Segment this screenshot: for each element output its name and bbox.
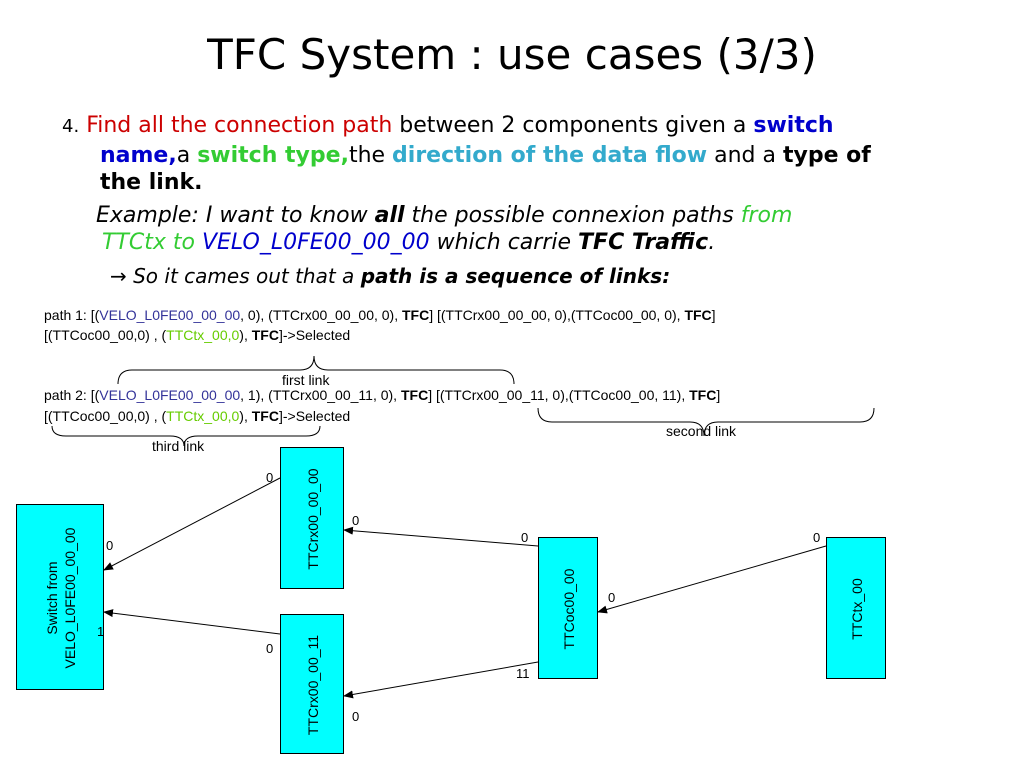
third-link-brace [51, 425, 321, 447]
example-mid: the possible connexion paths [411, 203, 734, 228]
arrow-ttcoc-to-ttcrx11 [343, 661, 539, 699]
switch-name-text-2: name, [100, 143, 177, 168]
path2-line-1: path 2: [(VELO_L0FE00_00_00, 1), (TTCrx0… [44, 387, 720, 403]
port-ttcrx00-out: 0 [352, 513, 360, 528]
path2-tfc-1: TFC [400, 387, 429, 403]
conclusion-text: → So it cames out that a [110, 264, 355, 288]
path2-text-d: ] [716, 387, 721, 403]
switch-type-text: switch type, [197, 143, 349, 168]
arrow-ttctx-to-ttcoc [597, 545, 827, 614]
item-number: 4. [62, 116, 80, 137]
first-link-brace [117, 355, 515, 385]
ttctx-00-label: TTCtx_00 [849, 578, 865, 640]
port-switch-top: 0 [106, 538, 114, 553]
path1-line-1: path 1: [(VELO_L0FE00_00_00, 0), (TTCrx0… [44, 307, 716, 323]
port-ttcrx11-out: 0 [352, 709, 360, 724]
port-ttcrx00-in: 0 [266, 470, 274, 485]
port-ttcoc-right: 0 [608, 590, 616, 605]
path2-text-a: path 2: [( [44, 387, 100, 403]
ttcoc00-00-node[interactable]: TTCoc00_00 [538, 537, 598, 679]
path2-l2-b: ), [239, 408, 252, 424]
path1-text-a: path 1: [( [44, 307, 100, 323]
conclusion-line: → So it cames out that a path is a seque… [110, 264, 670, 288]
arrow-ttcrx00-to-switch [103, 477, 281, 571]
slide-title: TFC System : use cases (3/3) [207, 30, 817, 79]
path1-l2-b: ), [239, 327, 252, 343]
path1-l2-a: [(TTCoc00_00,0) , ( [44, 327, 167, 343]
path1-velo: VELO_L0FE00_00_00 [99, 307, 241, 323]
example-tfc: TFC Traffic [578, 230, 709, 255]
port-ttcrx11-in: 0 [266, 641, 274, 656]
between-text: between 2 components given a [399, 113, 747, 138]
ttcrx00-00-11-node[interactable]: TTCrx00_00_11 [280, 614, 344, 754]
port-ttctx-out: 0 [813, 530, 821, 545]
path2-line-2: [(TTCoc00_00,0) , (TTCtx_00,0), TFC]->Se… [44, 408, 350, 424]
port-ttcoc-bottom: 11 [516, 666, 530, 681]
direction-text: direction of the data flow [392, 143, 708, 168]
path1-text-d: ] [711, 307, 716, 323]
path2-l2-a: [(TTCoc00_00,0) , ( [44, 408, 167, 424]
path1-l2-c: ]->Selected [278, 327, 351, 343]
ttcoc00-00-label: TTCoc00_00 [561, 568, 577, 650]
switch-label-line-1: Switch from [44, 561, 60, 635]
switch-label-line-2: VELO_L0FE00_00_00 [62, 527, 78, 669]
item-line-1: 4. Find all the connection path between … [62, 113, 834, 138]
path2-tfc-2: TFC [689, 387, 717, 403]
path2-ttctx: TTCtx_00,0 [166, 408, 240, 424]
port-switch-bottom: 1 [97, 624, 105, 639]
path2-text-c: ] [(TTCrx00_00_11, 0),(TTCoc00_00, 11), [428, 387, 690, 403]
switch-name-text-1: switch [753, 113, 834, 138]
example-line-2: TTCtx to VELO_L0FE00_00_00 which carrie … [102, 230, 715, 255]
and-a-text: and a [714, 143, 776, 168]
first-link-label: first link [282, 372, 330, 388]
second-link-brace [537, 407, 875, 437]
path1-text-c: ] [(TTCrx00_00_00, 0),(TTCoc00_00, 0), [429, 307, 685, 323]
path2-l2-c: ]->Selected [278, 408, 351, 424]
path1-tfc-2: TFC [684, 307, 712, 323]
path1-ttctx: TTCtx_00,0 [166, 327, 240, 343]
port-ttcoc-top: 0 [521, 530, 529, 545]
path1-text-b: , 0), (TTCrx00_00_00, 0), [240, 307, 402, 323]
the-text: the [348, 143, 386, 168]
example-line-1: Example: I want to know all the possible… [96, 203, 792, 228]
example-to: to [172, 230, 195, 255]
example-prefix: Example: I want to know [96, 203, 368, 228]
ttctx-00-node[interactable]: TTCtx_00 [826, 537, 886, 679]
example-ttctx: TTCtx [102, 230, 166, 255]
path1-l2-tfc: TFC [251, 327, 279, 343]
example-which: which carrie [436, 230, 572, 255]
third-link-label: third link [152, 438, 205, 454]
find-all-text: Find all the connection path [86, 113, 393, 138]
a-text: a [176, 143, 191, 168]
switch-node[interactable]: Switch from VELO_L0FE00_00_00 [16, 504, 104, 690]
item-line-3: the link. [100, 170, 203, 195]
arrow-ttcrx11-to-switch [103, 609, 281, 635]
path2-velo: VELO_L0FE00_00_00 [99, 387, 241, 403]
conclusion-bold: path is a sequence of links: [360, 264, 671, 288]
example-period: . [708, 230, 716, 255]
path2-l2-tfc: TFC [251, 408, 279, 424]
type-of-text: type of [782, 143, 871, 168]
path1-line-2: [(TTCoc00_00,0) , (TTCtx_00,0), TFC]->Se… [44, 327, 350, 343]
item-line-2: name,a switch type,the direction of the … [100, 143, 871, 168]
example-velo: VELO_L0FE00_00_00 [201, 230, 430, 255]
ttcrx00-00-00-node[interactable]: TTCrx00_00_00 [280, 447, 344, 589]
example-from: from [740, 203, 793, 228]
ttcrx00-00-11-label: TTCrx00_00_11 [305, 634, 321, 736]
path1-tfc-1: TFC [402, 307, 430, 323]
second-link-label: second link [666, 423, 737, 439]
switch-node-label: Switch from VELO_L0FE00_00_00 [43, 505, 79, 691]
arrow-ttcoc-to-ttcrx00 [343, 526, 539, 547]
path2-text-b: , 1), (TTCrx00_00_11, 0), [240, 387, 401, 403]
example-all: all [374, 203, 405, 228]
ttcrx00-00-00-label: TTCrx00_00_00 [305, 468, 321, 570]
